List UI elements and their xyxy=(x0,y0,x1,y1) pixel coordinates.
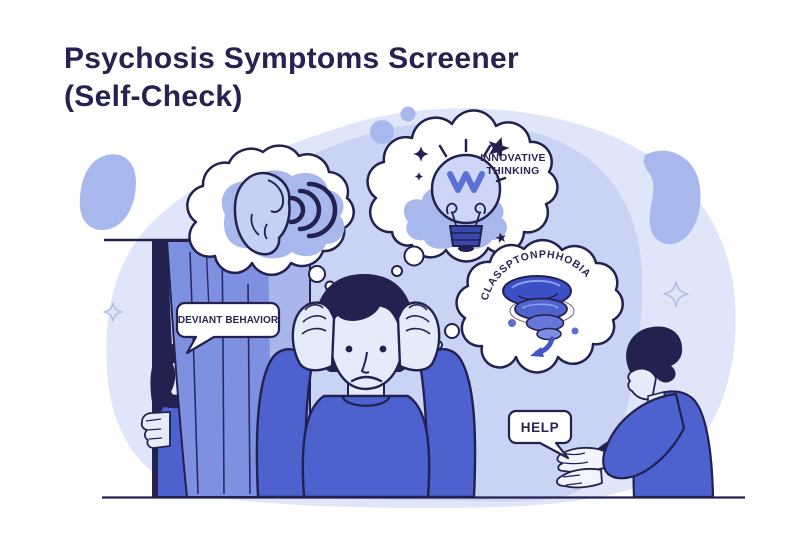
thought-trail-circle xyxy=(403,245,425,267)
sound-waves-icon xyxy=(288,181,338,239)
nose xyxy=(360,351,370,374)
torso xyxy=(301,394,431,499)
accent-dot xyxy=(400,106,416,122)
periwinkle-blob-left xyxy=(79,154,136,231)
ear-icon xyxy=(233,171,291,256)
periwinkle-blob-right xyxy=(643,150,701,245)
left-hand xyxy=(291,301,336,372)
lightning-bolt-icon xyxy=(447,171,485,193)
radiating-dashes xyxy=(438,138,507,183)
mouth-frown xyxy=(350,375,383,383)
offering-hands xyxy=(556,446,605,489)
right-hand xyxy=(396,301,441,372)
sparkle-icon xyxy=(663,281,689,307)
right-eye xyxy=(379,345,387,353)
tornado-icon xyxy=(502,275,579,357)
person-holding-head xyxy=(255,274,477,499)
curtain-fold xyxy=(221,245,225,495)
face-profile xyxy=(627,367,657,401)
deviant-speech-bubble xyxy=(175,301,281,355)
star-icon xyxy=(495,232,506,244)
help-label: HELP xyxy=(520,419,560,435)
star-icon xyxy=(414,172,424,181)
page-title-line1: Psychosis Symptoms Screener xyxy=(64,42,519,75)
thought-trail-circle xyxy=(308,265,326,283)
innovative-thinking-label: INNOVATIVE THINKING xyxy=(480,152,546,177)
thought-trail-circle xyxy=(444,323,460,339)
collar-line xyxy=(340,395,392,407)
person-offering-hands xyxy=(556,326,715,499)
innovative-thought-bubble xyxy=(366,109,559,277)
hearing-thought-bubble xyxy=(186,144,355,292)
page-title: Psychosis Symptoms Screener (Self-Check) xyxy=(64,40,624,116)
help-speech-bubble xyxy=(507,409,573,460)
peeking-person-finger-lines xyxy=(145,418,163,440)
sparkle-icon xyxy=(103,302,123,322)
thought-trail-circle xyxy=(391,265,403,277)
deviant-behavior-label: DEVIANT BEHAVIOR xyxy=(177,314,279,326)
star-icon xyxy=(413,146,429,162)
near-sleeve xyxy=(602,392,686,480)
accent-dot xyxy=(370,120,394,144)
curtain-fold xyxy=(189,251,199,495)
phobia-thought-bubble: CLASSPTONPHHOBIA xyxy=(433,238,624,374)
page-title-line2: (Self-Check) xyxy=(64,80,243,113)
lightbulb-icon xyxy=(430,153,502,252)
left-eye xyxy=(345,345,353,353)
hair-fringe xyxy=(328,286,404,341)
star-icon xyxy=(488,137,510,160)
